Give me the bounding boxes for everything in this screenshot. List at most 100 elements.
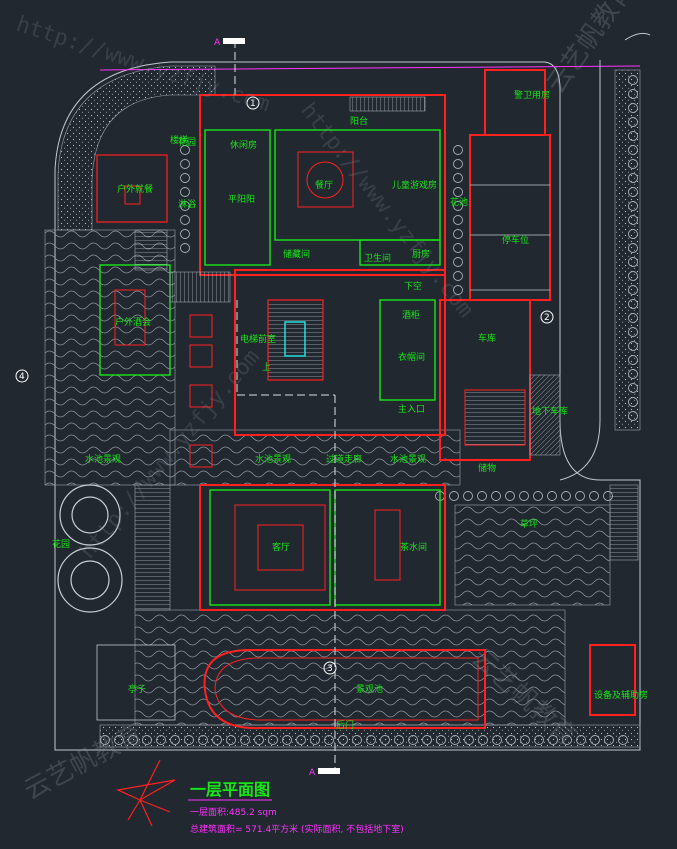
tree-row bbox=[100, 75, 638, 745]
water-zone-south bbox=[134, 609, 566, 726]
section-mark-bottom: A bbox=[309, 768, 340, 778]
tree-icon bbox=[408, 735, 418, 745]
gravel-strip-east bbox=[614, 69, 641, 431]
grid-bubble-1: 1 bbox=[246, 96, 260, 110]
axis-lines bbox=[234, 40, 336, 770]
tree-icon bbox=[628, 215, 638, 225]
tree-icon bbox=[453, 187, 463, 197]
stair-entry-south bbox=[134, 484, 171, 611]
tree-icon bbox=[464, 735, 474, 745]
label-hall1: 阳台 bbox=[350, 115, 368, 127]
tree-icon bbox=[628, 327, 638, 337]
tree-icon bbox=[380, 735, 390, 745]
label-corridor: 过道走廊 bbox=[326, 453, 362, 465]
tree-icon bbox=[453, 215, 463, 225]
north-arrow-icon bbox=[115, 759, 176, 827]
label-storage-west: 储藏间 bbox=[283, 248, 310, 260]
stair-garage bbox=[464, 389, 526, 446]
plan-title: 一层平面图 bbox=[190, 780, 270, 799]
tree-icon bbox=[628, 369, 638, 379]
plan-total-area: 总建筑面积= 571.4平方米 (实际面积, 不包括地下室) bbox=[190, 823, 404, 835]
tree-icon bbox=[628, 271, 638, 281]
tree-icon bbox=[628, 257, 638, 267]
tree-icon bbox=[180, 243, 190, 253]
label-toilet: 卫生间 bbox=[364, 252, 391, 264]
tree-icon bbox=[463, 491, 473, 501]
tree-icon bbox=[128, 735, 138, 745]
tree-icon bbox=[628, 103, 638, 113]
tree-icon bbox=[478, 735, 488, 745]
tree-icon bbox=[453, 201, 463, 211]
tree-icon bbox=[628, 145, 638, 155]
label-lawn3: 水池景观 bbox=[390, 453, 426, 465]
label-flower1: 花园 bbox=[178, 136, 196, 148]
label-vegetable: 平阳阳 bbox=[228, 194, 255, 205]
tree-icon bbox=[628, 313, 638, 323]
tree-icon bbox=[156, 735, 166, 745]
tree-icon bbox=[628, 229, 638, 239]
tree-icon bbox=[453, 173, 463, 183]
label-tea: 茶水间 bbox=[400, 541, 427, 553]
tree-icon bbox=[589, 491, 599, 501]
tree-icon bbox=[628, 383, 638, 393]
tree-icon bbox=[212, 735, 222, 745]
tree-icon bbox=[628, 299, 638, 309]
label-kids-play: 儿童游戏房 bbox=[392, 179, 437, 191]
grid-bubble-4: 4 bbox=[15, 369, 29, 383]
stair-entry-west bbox=[134, 229, 168, 271]
tree-icon bbox=[180, 215, 190, 225]
tree-icon bbox=[436, 735, 446, 745]
grid-bubble-2: 2 bbox=[540, 310, 554, 324]
label-outdoor-dining: 户外就餐 bbox=[117, 183, 153, 195]
driveway-2 bbox=[624, 32, 651, 41]
pavilion-box bbox=[96, 644, 176, 721]
tree-icon bbox=[604, 735, 614, 745]
label-cloak: 衣帽间 bbox=[398, 351, 425, 363]
label-garage: 车库 bbox=[478, 332, 496, 344]
svg-text:1: 1 bbox=[250, 99, 256, 109]
tree-icon bbox=[449, 491, 459, 501]
label-garden: 花园 bbox=[52, 538, 70, 550]
tree-icon bbox=[628, 159, 638, 169]
tree-icon bbox=[477, 491, 487, 501]
tree-icon bbox=[534, 735, 544, 745]
tables bbox=[114, 151, 401, 591]
interior-partitions bbox=[99, 129, 441, 606]
label-lawn1: 水池景观 bbox=[85, 453, 121, 465]
svg-text:2: 2 bbox=[544, 313, 550, 323]
label-outdoor-party: 户外酒会 bbox=[115, 316, 151, 328]
tree-icon bbox=[628, 131, 638, 141]
svg-text:A: A bbox=[309, 768, 316, 778]
tree-icon bbox=[180, 201, 190, 211]
tree-icon bbox=[453, 243, 463, 253]
tree-icon bbox=[394, 735, 404, 745]
tree-icon bbox=[628, 355, 638, 365]
tree-icon bbox=[366, 735, 376, 745]
label-parking: 停车位 bbox=[502, 234, 529, 246]
corridor-hatch bbox=[169, 271, 231, 303]
tree-icon bbox=[296, 735, 306, 745]
water-zone-west bbox=[44, 229, 176, 486]
stair-east bbox=[609, 484, 639, 561]
tree-icon bbox=[628, 173, 638, 183]
watermark-1: 云艺帆教育 bbox=[19, 719, 148, 807]
tree-icon bbox=[180, 187, 190, 197]
tree-icon bbox=[142, 735, 152, 745]
tree-icon bbox=[628, 75, 638, 85]
tree-icon bbox=[450, 735, 460, 745]
svg-text:4: 4 bbox=[19, 372, 25, 382]
watermark-2: http://www.yzfjy.com bbox=[13, 12, 273, 118]
tree-icon bbox=[180, 229, 190, 239]
label-pavilion: 亭子 bbox=[128, 683, 146, 695]
tree-icon bbox=[628, 201, 638, 211]
main-stair bbox=[267, 299, 324, 381]
tree-icon bbox=[492, 735, 502, 745]
svg-text:3: 3 bbox=[327, 664, 333, 674]
tree-icon bbox=[422, 735, 432, 745]
tree-icon bbox=[180, 145, 190, 155]
label-back-entrance: 后门 bbox=[336, 719, 354, 731]
tree-icon bbox=[575, 491, 585, 501]
label-up: 上 bbox=[262, 362, 271, 373]
tree-icon bbox=[282, 735, 292, 745]
